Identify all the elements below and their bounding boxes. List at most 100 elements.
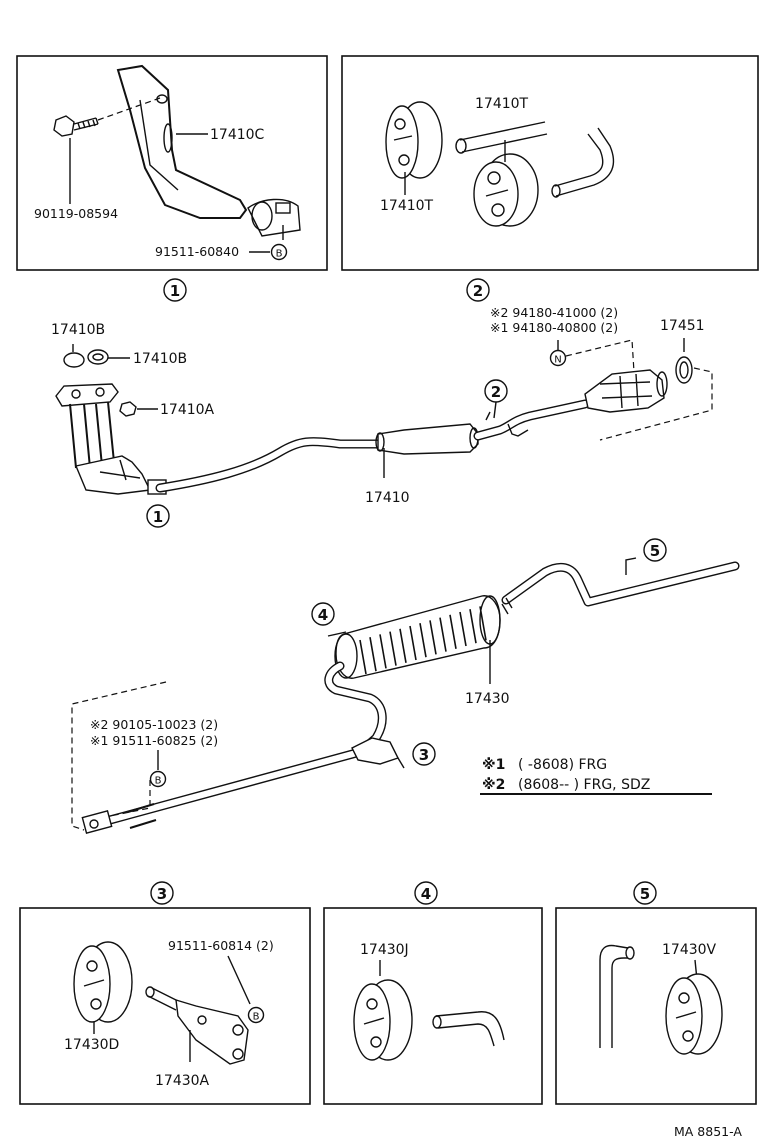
svg-text:3: 3 — [419, 746, 429, 764]
bolt-n-dashed-leader — [565, 339, 635, 373]
marker-2-main: 2 — [484, 379, 508, 419]
insulator-17410t-center-shape — [473, 153, 539, 227]
label-bolt-91511-60814: 91511-60814 (2) — [168, 938, 274, 953]
detail-3-panel: 17430D 17430A 91511-60814 (2) B — [19, 907, 311, 1105]
muffler-rib — [359, 639, 367, 675]
label-17430v: 17430V — [662, 942, 717, 958]
muffler-rib — [459, 611, 467, 647]
svg-text:5: 5 — [640, 885, 650, 903]
gasket-17451-shape — [675, 356, 693, 384]
svg-text:2: 2 — [473, 282, 483, 300]
muffler-rib — [379, 634, 387, 669]
tail-pipe-assembly: 17430 ※2 90105-10023 (2) ※1 91511-60825 … — [71, 538, 740, 834]
detail-2-panel: 17410T 17410T — [341, 55, 759, 271]
detail-2-frame — [341, 55, 759, 271]
marker-4-bottom: 4 — [414, 881, 438, 905]
hanger-5 — [625, 557, 637, 575]
svg-text:5: 5 — [650, 542, 660, 560]
symbol-circle-b — [270, 243, 288, 261]
muffler-rib — [429, 620, 437, 655]
gasket-17410b-b — [87, 349, 109, 365]
bracket-crease — [139, 99, 179, 191]
label-17410b-a: 17410B — [51, 322, 105, 338]
label-17410a: 17410A — [160, 402, 215, 418]
symbol-circle-b-lower — [149, 770, 167, 788]
bracket-17410c-shape — [116, 64, 248, 219]
legend-mark-1: ※1 — [482, 757, 505, 773]
gasket-dashed-connector — [599, 367, 713, 441]
marker-5-bottom: 5 — [633, 881, 657, 905]
marker-3-bottom: 3 — [150, 881, 174, 905]
muffler-rib — [419, 623, 427, 658]
muffler-rib — [409, 625, 417, 661]
label-17430d: 17430D — [64, 1037, 119, 1053]
detail-1-panel: 90119-08594 17410C 91511-60840 B — [16, 55, 328, 271]
marker-2-top: 2 — [466, 278, 490, 302]
nut-17410a-shape — [119, 401, 137, 417]
legend-text-1: ( -8608) FRG — [518, 757, 607, 773]
label-bolt-frg-sdz: ※2 94180-41000 (2) — [490, 305, 618, 320]
insulator-17430v-shape — [665, 973, 723, 1055]
insulator-17410t-left-shape — [385, 101, 443, 179]
muffler-hanger-4 — [327, 631, 347, 637]
insulator-17430j-shape — [353, 979, 413, 1061]
muffler-rib — [369, 637, 377, 672]
svg-text:1: 1 — [170, 282, 180, 300]
label-17410: 17410 — [365, 490, 410, 506]
bolt-shape — [53, 115, 99, 137]
bolt-b-dashed-left — [71, 681, 167, 831]
pipe-stub-detail5 — [599, 944, 635, 1048]
svg-text:3: 3 — [157, 885, 167, 903]
label-bolt-90105: ※2 90105-10023 (2) — [90, 717, 218, 732]
symbol-n-letter: N — [554, 355, 561, 366]
figure-code: MA 8851-A — [674, 1124, 742, 1139]
label-bolt-91511-60825: ※1 91511-60825 (2) — [90, 733, 218, 748]
pipe-hanger — [507, 423, 529, 437]
gasket-17410b-a — [63, 352, 85, 368]
marker-5-main: 5 — [643, 538, 667, 562]
label-17410c: 17410C — [210, 127, 265, 143]
symbol-b-detail3-letter: B — [253, 1012, 260, 1023]
detail-3-frame — [19, 907, 311, 1105]
applicability-legend: ※1 ( -8608) FRG ※2 (8608-- ) FRG, SDZ — [480, 757, 712, 795]
svg-text:1: 1 — [153, 508, 163, 526]
hanger-bracket-3 — [351, 737, 399, 765]
muffler-rib — [389, 631, 397, 666]
detail-4-panel: 17430J — [323, 907, 543, 1105]
marker-1-main: 1 — [146, 504, 170, 528]
catalytic-converter-shape — [584, 369, 665, 413]
svg-text:4: 4 — [421, 885, 431, 903]
label-17410t-top: 17410T — [475, 96, 529, 112]
pipe-stub-upper — [459, 121, 548, 153]
detail-4-frame — [323, 907, 543, 1105]
legend-text-2: (8608-- ) FRG, SDZ — [518, 777, 650, 793]
marker-3-main: 3 — [412, 742, 436, 766]
label-17430j: 17430J — [360, 942, 409, 958]
sub-muffler-shape — [377, 423, 479, 455]
label-17410b-b: 17410B — [133, 351, 187, 367]
bolt-b-dashed-down — [109, 780, 151, 817]
label-17410t-left: 17410T — [380, 198, 434, 214]
svg-text:2: 2 — [491, 383, 501, 401]
leader-bolt-60814 — [227, 955, 251, 1005]
muffler-rib — [449, 614, 457, 649]
symbol-b-letter: B — [276, 249, 283, 260]
legend-mark-2: ※2 — [482, 777, 505, 793]
label-91511-60840: 91511-60840 — [155, 244, 239, 259]
marker-4-main: 4 — [311, 602, 335, 626]
pipe-stub-detail4 — [432, 1011, 505, 1047]
svg-text:4: 4 — [318, 606, 328, 624]
muffler-rib — [469, 609, 477, 644]
detail-1-frame — [16, 55, 328, 271]
pipe-stub-bent — [554, 127, 615, 197]
muffler-rib — [399, 628, 407, 663]
muffler-ribs — [359, 606, 487, 675]
label-17430: 17430 — [465, 691, 510, 707]
bracket-17430a-shape — [145, 986, 249, 1065]
label-bolt-frg: ※1 94180-40800 (2) — [490, 320, 618, 335]
pipe-flange-shape — [247, 198, 301, 237]
bolt-leader — [97, 97, 161, 121]
label-90119-08594: 90119-08594 — [34, 206, 118, 221]
symbol-b-lower-letter: B — [155, 776, 162, 787]
